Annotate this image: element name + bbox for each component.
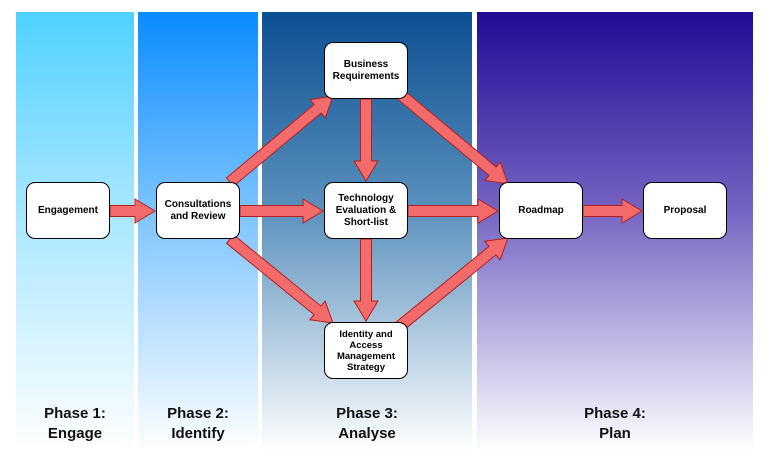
phase-2-label: Phase 2: Identify [138,404,258,444]
phase-3-name: Analyse [338,425,396,442]
engagement-node[interactable]: Engagement [26,182,110,239]
arrow-consultations-to-technology [239,198,324,224]
phase-2-name: Identify [171,425,225,442]
technology-evaluation-node[interactable]: Technology Evaluation & Short-list [324,182,408,239]
business-requirements-node[interactable]: Business Requirements [324,42,408,99]
roadmap-node[interactable]: Roadmap [499,182,583,239]
arrow-technology-to-roadmap [407,198,499,224]
consultations-node[interactable]: Consultations and Review [156,182,240,239]
phase-2-number: Phase 2: [167,405,229,422]
phase-4-name: Plan [599,425,631,442]
phase-1-name: Engage [47,425,103,442]
phase-3-number: Phase 3: [336,405,398,422]
arrow-business-to-technology [353,98,379,182]
arrow-identity-to-roadmap [395,237,509,332]
phase-4-number: Phase 4: [584,405,646,422]
arrow-technology-to-identity [353,238,379,322]
phase-1-label: Phase 1: Engage [16,404,134,444]
phase-3-label: Phase 3: Analyse [262,404,472,444]
phase-1-number: Phase 1: [44,405,106,422]
identity-access-strategy-node[interactable]: Identity and Access Management Strategy [324,322,408,379]
arrow-business-to-roadmap [395,89,509,185]
arrow-roadmap-to-proposal [582,198,643,224]
phase-4-label: Phase 4: Plan [477,404,753,444]
arrow-consultations-to-business [225,95,334,187]
arrow-engagement-to-consultations [109,198,156,224]
proposal-node[interactable]: Proposal [643,182,727,239]
arrow-consultations-to-identity [225,233,334,324]
